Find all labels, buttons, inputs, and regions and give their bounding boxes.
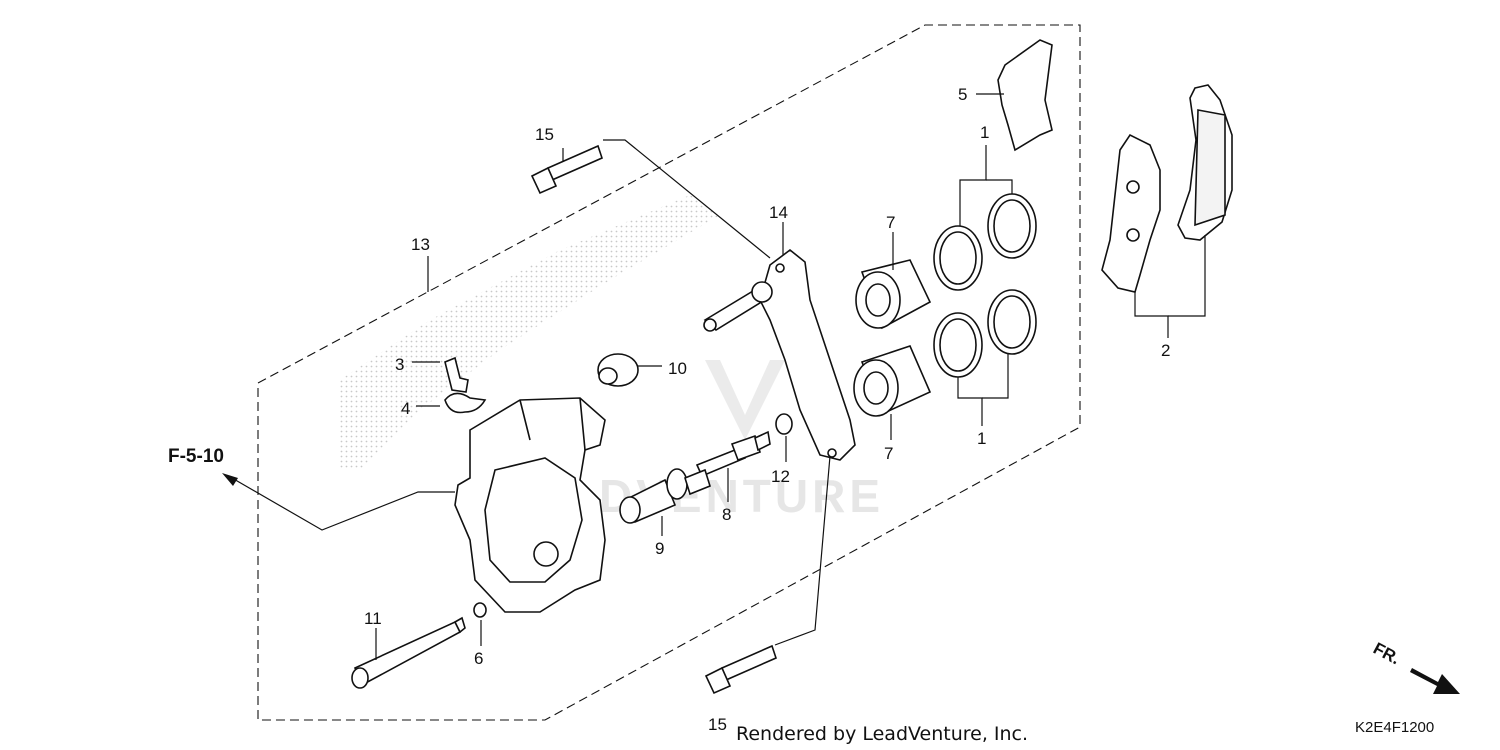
callout-6: 6	[474, 649, 483, 668]
callout-2: 2	[1161, 341, 1170, 360]
callout-14: 14	[769, 203, 788, 222]
caliper-body	[454, 397, 606, 613]
reference-arrow	[222, 473, 455, 531]
callout-4: 4	[401, 399, 410, 418]
pad-spring	[997, 39, 1053, 152]
piston-upper	[855, 259, 932, 330]
callout-9: 9	[655, 539, 664, 558]
pin-bolt	[695, 430, 771, 478]
assembly-boundary	[257, 24, 1081, 721]
callout-3: 3	[395, 355, 404, 374]
callout-11: 11	[364, 609, 382, 628]
leader-lines	[375, 93, 1206, 660]
slide-pin	[619, 468, 711, 524]
footer-credit: Rendered by LeadVenture, Inc.	[736, 723, 1028, 745]
washer	[775, 413, 793, 435]
callout-1-lower: 1	[977, 429, 986, 448]
callout-8: 8	[722, 505, 731, 524]
callout-1-upper: 1	[980, 123, 989, 142]
bleeder-screw	[444, 356, 469, 393]
drawing-code: K2E4F1200	[1355, 719, 1434, 736]
long-pin	[351, 616, 466, 689]
bleeder-cap	[444, 392, 487, 414]
piston-seals	[933, 193, 1037, 378]
callout-7-lower: 7	[884, 444, 893, 463]
front-arrow-icon	[1410, 668, 1460, 694]
brake-pads	[1101, 84, 1233, 293]
bolt-top	[530, 144, 603, 195]
stipple-wing-watermark	[340, 195, 720, 470]
pin-boot	[597, 353, 639, 387]
front-direction-label: FR.	[1370, 639, 1403, 669]
reference-label[interactable]: F-5-10	[168, 446, 224, 467]
piston-lower	[853, 345, 932, 417]
callout-13: 13	[411, 235, 430, 254]
bolt-bottom	[704, 644, 777, 695]
callout-15-top: 15	[535, 125, 554, 144]
callout-12: 12	[771, 467, 790, 486]
callout-7-upper: 7	[886, 213, 895, 232]
small-o-ring	[473, 602, 487, 618]
callout-15-bottom: 15	[708, 715, 727, 734]
callout-5: 5	[958, 85, 967, 104]
front-direction-indicator: FR.	[1370, 639, 1460, 694]
callout-10: 10	[668, 359, 687, 378]
caliper-bracket	[703, 248, 856, 461]
